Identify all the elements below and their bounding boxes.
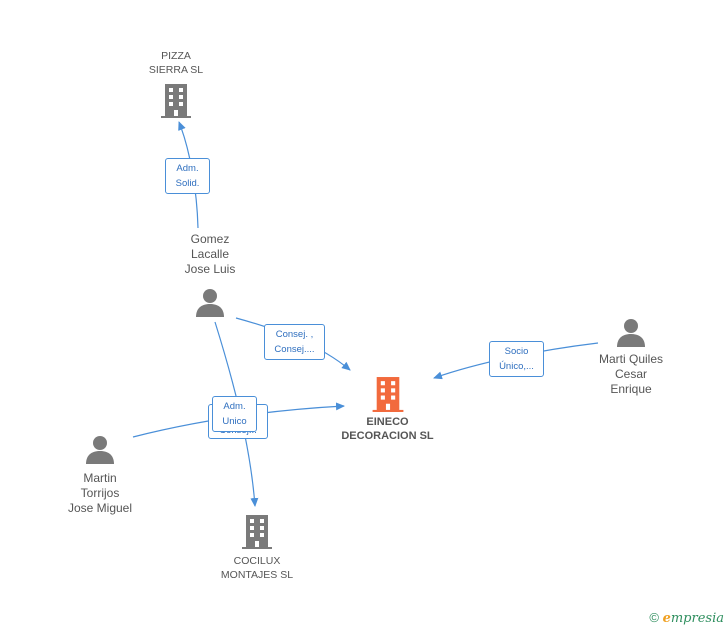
node-label: Gomez Lacalle Jose Luis xyxy=(184,232,236,276)
brand-logo: empresia xyxy=(662,611,724,626)
edge-label-gomez-pizza[interactable]: Adm. Solid. xyxy=(165,158,210,194)
node-marti-quiles[interactable]: Marti Quiles Cesar Enrique xyxy=(586,318,676,397)
node-label: PIZZA SIERRA SL xyxy=(148,50,204,76)
node-label: Marti Quiles Cesar Enrique xyxy=(598,352,663,396)
person-icon xyxy=(86,436,114,464)
node-label: Martin Torrijos Jose Miguel xyxy=(67,471,133,515)
edge-label-martin-eineco[interactable]: Adm. Unico xyxy=(212,396,257,432)
node-pizza-sierra[interactable]: PIZZA SIERRA SL xyxy=(136,49,216,119)
node-martin-torrijos[interactable]: Martin Torrijos Jose Miguel xyxy=(55,435,145,516)
node-label: EINECO DECORACION SL xyxy=(341,416,434,442)
building-icon xyxy=(161,84,191,118)
building-icon xyxy=(372,377,403,412)
person-icon xyxy=(196,289,224,317)
building-icon xyxy=(242,515,272,549)
node-gomez-lacalle[interactable]: Gomez Lacalle Jose Luis xyxy=(165,232,255,318)
copyright-icon: © xyxy=(649,610,659,625)
node-eineco-decoracion[interactable]: EINECO DECORACION SL xyxy=(330,376,445,443)
brand-footer: © empresia xyxy=(649,610,724,626)
node-label: COCILUX MONTAJES SL xyxy=(220,555,294,581)
person-icon xyxy=(617,319,645,347)
edge-label-gomez-eineco[interactable]: Consej. , Consej.... xyxy=(264,324,325,360)
edge-label-marti-eineco[interactable]: Socio Único,... xyxy=(489,341,544,377)
node-cocilux-montajes[interactable]: COCILUX MONTAJES SL xyxy=(212,514,302,582)
